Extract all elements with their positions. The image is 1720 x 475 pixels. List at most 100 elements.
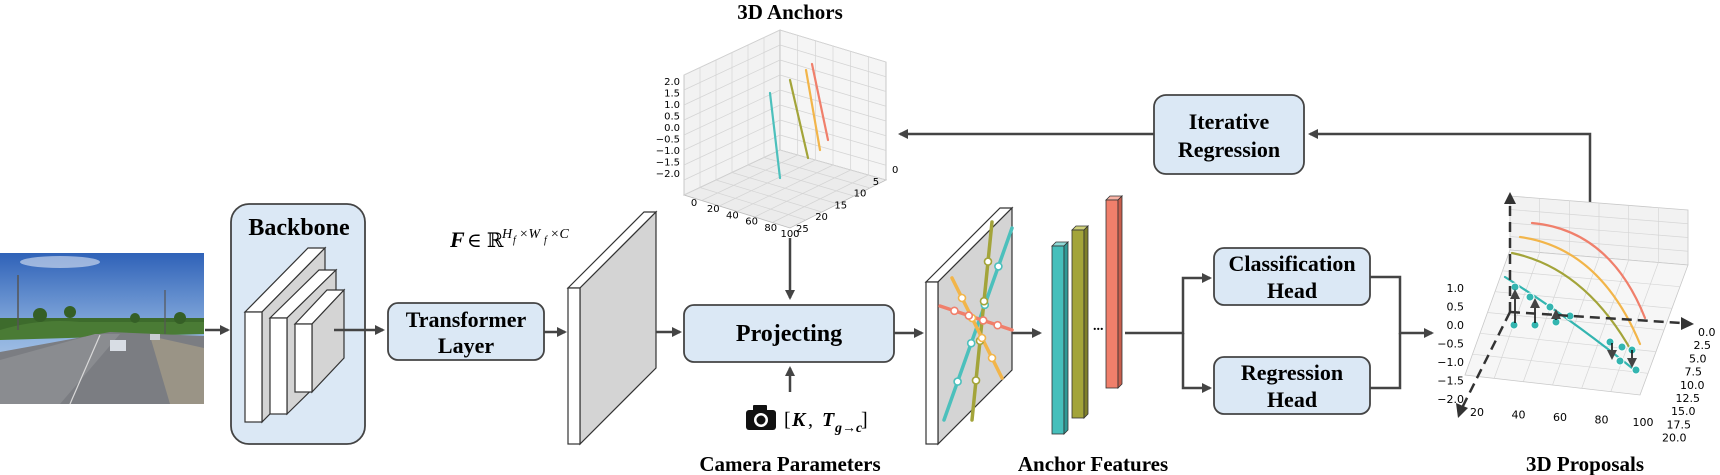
proposals-y-tick: 12.5 xyxy=(1676,392,1701,405)
iterative-label-line2: Regression xyxy=(1178,137,1280,162)
camera-parameters-caption: Camera Parameters xyxy=(699,452,880,475)
proposals-x-tick: 100 xyxy=(1633,416,1654,429)
feature-exp-h-sub: f xyxy=(513,235,517,246)
anchors-z-tick: −1.0 xyxy=(656,146,680,157)
classification-label-line2: Head xyxy=(1267,278,1317,303)
projected-anchor-point xyxy=(957,293,967,303)
camera-formula-k: K xyxy=(791,409,807,431)
anchor-line xyxy=(768,91,782,180)
proposals-z-tick: 0.5 xyxy=(1447,301,1465,314)
camera-icon xyxy=(746,405,776,430)
proposals-caption: 3D Proposals xyxy=(1526,452,1644,475)
regression-head-module: Regression Head xyxy=(1213,356,1371,415)
proposals-z-tick: −2.0 xyxy=(1437,393,1464,406)
anchors-y-tick: 20 xyxy=(815,212,828,223)
anchors-y-tick: 0 xyxy=(892,165,898,176)
camera-formula-open: [ xyxy=(784,409,791,431)
proposals-y-tick: 7.5 xyxy=(1685,366,1703,379)
iterative-label-line1: Iterative xyxy=(1189,109,1270,134)
anchors-x-tick: 40 xyxy=(726,210,739,221)
projected-anchor-point xyxy=(950,306,959,316)
proposal-point xyxy=(1617,342,1627,352)
anchors-z-tick: 1.5 xyxy=(664,89,680,100)
feature-formula: F ∈ ℝ H f ×W f ×C xyxy=(449,227,569,252)
anchors-z-tick: 0.0 xyxy=(664,123,680,134)
proposal-point xyxy=(1631,365,1641,375)
proposal-point xyxy=(1525,292,1535,302)
projected-anchor-point xyxy=(966,338,976,348)
anchor-line xyxy=(804,68,822,152)
proposals-y-tick: 0.0 xyxy=(1698,326,1716,339)
anchors-3d-plot: 2.01.51.00.50.0−0.5−1.0−1.5−2.0 02040608… xyxy=(656,29,898,240)
projected-anchor-point xyxy=(964,311,974,320)
proposal-point xyxy=(1509,320,1519,330)
projected-feature-map xyxy=(924,206,1014,446)
projecting-label: Projecting xyxy=(736,321,842,347)
projected-anchor-line xyxy=(942,226,1014,422)
projected-anchor-point xyxy=(953,377,962,386)
backbone-module: Backbone xyxy=(230,203,366,445)
proposal-curve xyxy=(1510,251,1634,354)
proposal-point xyxy=(1615,356,1625,366)
anchors-x-tick: 60 xyxy=(745,217,758,228)
iterative-regression-module: Iterative Regression xyxy=(1153,94,1305,175)
anchor-line xyxy=(788,78,810,160)
anchors-z-tick: 2.0 xyxy=(664,77,680,88)
input-road-image xyxy=(0,253,204,405)
feature-exp-w-sub: f xyxy=(544,235,548,246)
anchor-features-ellipsis: ... xyxy=(1093,319,1104,334)
anchor-feature-bar-olive xyxy=(1071,225,1089,419)
anchors-x-tick: 0 xyxy=(691,198,697,209)
proposals-x-tick: 80 xyxy=(1595,414,1609,427)
proposal-curve xyxy=(1518,235,1642,346)
transformer-label-line1: Transformer xyxy=(406,307,527,332)
anchors-y-tick: 10 xyxy=(854,189,867,200)
feature-symbol: F xyxy=(449,227,465,252)
proposals-y-tick: 2.5 xyxy=(1694,339,1712,352)
backbone-label: Backbone xyxy=(248,215,350,241)
camera-parameters: [ K , T g→c ] Camera Parameters xyxy=(699,405,881,475)
projected-anchor-point xyxy=(978,316,988,325)
projecting-module: Projecting xyxy=(683,304,895,363)
anchor-feature-bars: ... Anchor Features xyxy=(1018,195,1168,475)
proposals-y-tick: 17.5 xyxy=(1667,418,1692,431)
transformer-label-line2: Layer xyxy=(438,333,494,358)
classification-head-module: Classification Head xyxy=(1213,247,1371,306)
projected-anchor-point xyxy=(971,376,981,385)
anchor-line xyxy=(810,62,830,142)
anchors-x-tick: 20 xyxy=(707,204,720,215)
transformer-layer-module: Transformer Layer xyxy=(387,302,545,361)
anchor-features-caption: Anchor Features xyxy=(1018,452,1168,475)
anchors-y-tick: 25 xyxy=(796,224,809,235)
anchors-plot-title: 3D Anchors xyxy=(737,0,843,24)
proposals-z-tick: −1.0 xyxy=(1437,356,1464,369)
proposal-point xyxy=(1545,302,1555,312)
iterative-regression-box xyxy=(1153,94,1305,175)
anchors-z-tick: 1.0 xyxy=(664,100,680,111)
arrow-to-regression-head xyxy=(1181,333,1212,393)
anchors-y-tick: 15 xyxy=(834,200,847,211)
anchors-x-tick: 80 xyxy=(764,223,777,234)
proposals-axes xyxy=(1460,202,1683,409)
projected-anchor-point xyxy=(993,320,1002,330)
proposals-z-tick: 1.0 xyxy=(1447,282,1465,295)
anchors-z-tick: −1.5 xyxy=(656,158,680,169)
anchors-z-tick: −2.0 xyxy=(656,169,680,180)
arrow-to-classification-head xyxy=(1125,273,1212,335)
camera-formula-t: T xyxy=(822,409,835,431)
camera-formula-t-sub: g→c xyxy=(834,421,863,436)
backbone-layers xyxy=(243,246,346,424)
projected-anchor-point xyxy=(977,333,987,343)
arrow-regression-to-proposals xyxy=(1370,333,1402,390)
proposal-curve xyxy=(1530,221,1647,320)
feature-exp-w: ×W xyxy=(519,227,541,242)
feature-exp-c: ×C xyxy=(550,227,569,242)
axis-arrow-left xyxy=(1456,403,1468,418)
proposals-y-tick: 20.0 xyxy=(1662,432,1687,445)
anchor-feature-bar-salmon xyxy=(1105,195,1123,389)
anchors-y-tick: 5 xyxy=(873,177,879,188)
camera-formula-close: ] xyxy=(861,409,868,431)
camera-formula-comma: , xyxy=(808,409,813,431)
